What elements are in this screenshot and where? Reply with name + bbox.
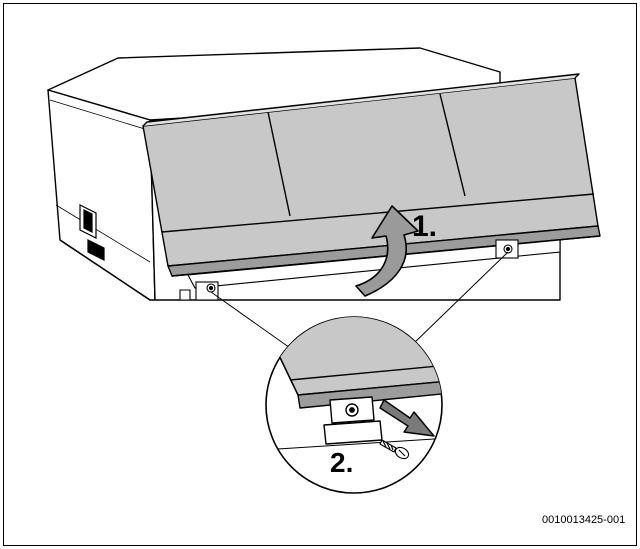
step-1-label: 1. [412, 210, 437, 243]
detail-magnifier [265, 316, 443, 494]
power-switch-icon [79, 204, 105, 261]
mounting-rail [179, 239, 561, 301]
reference-code: 0010013425-001 [542, 514, 625, 526]
lift-arrow-icon [355, 205, 419, 297]
cover-panel [142, 73, 601, 277]
screw-icon [379, 439, 410, 460]
step-2-label: 2. [330, 447, 353, 478]
pull-arrow-icon [379, 399, 435, 437]
detail-leader-lines [210, 251, 509, 356]
